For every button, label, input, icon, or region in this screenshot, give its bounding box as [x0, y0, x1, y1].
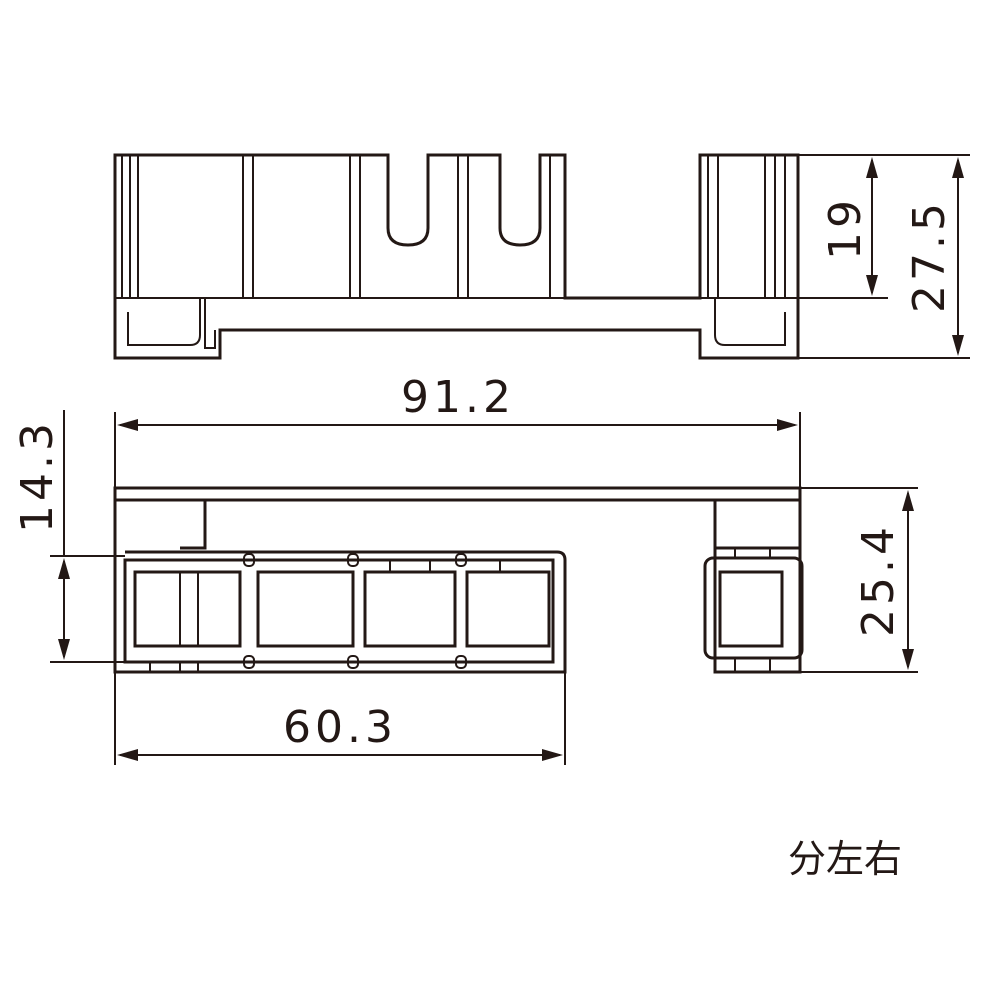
- dim-14-3: 14.3: [12, 410, 125, 663]
- side-view-body: [113, 548, 567, 674]
- dim-25-4: 25.4: [800, 487, 918, 673]
- dim-60-3: 60.3: [114, 672, 566, 765]
- dim-19: 19: [798, 154, 888, 299]
- pocket-2: [256, 570, 355, 648]
- dim-14-3-label: 14.3: [12, 419, 63, 533]
- pocket-1: [133, 570, 242, 648]
- pocket-3: [363, 570, 457, 648]
- dim-91-2-label: 91.2: [401, 372, 515, 423]
- dim-27-5-label: 27.5: [904, 199, 955, 313]
- front-view: [113, 153, 800, 360]
- left-pocket: [127, 298, 201, 346]
- dim-25-4-label: 25.4: [853, 523, 904, 637]
- pocket-4: [465, 570, 551, 648]
- side-view: [113, 486, 804, 674]
- dim-19-label: 19: [820, 196, 871, 260]
- side-view-right-tube: [713, 546, 802, 674]
- right-pocket: [714, 298, 786, 346]
- front-view-outline: [113, 153, 800, 360]
- caption: 分左右: [788, 837, 902, 881]
- side-view-top-plate: [113, 486, 802, 502]
- dim-91-2: 91.2: [114, 372, 801, 488]
- dim-60-3-label: 60.3: [283, 702, 397, 753]
- dim-27-5: 27.5: [798, 154, 970, 359]
